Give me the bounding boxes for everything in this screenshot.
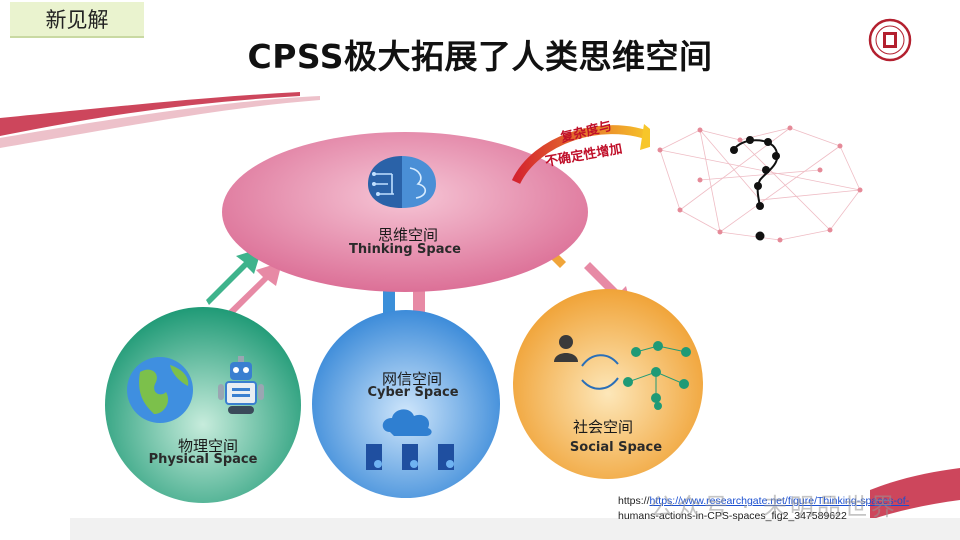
robot-icon (218, 356, 264, 414)
complexity-arc-arrow (511, 125, 652, 185)
decor-band-left (0, 92, 300, 136)
thinking-space-label-cn: 思维空间 (378, 226, 438, 244)
network-icon (623, 341, 691, 410)
decor-band-right (870, 468, 960, 520)
cyber-space-label-cn: 网信空间 (382, 370, 442, 388)
physical-space-node (105, 307, 301, 503)
decor-band-left-light (0, 96, 320, 148)
server-icon (366, 444, 454, 470)
watermark: 公众号 · 未明品世界 (650, 493, 898, 521)
thinking-space-node (222, 132, 588, 292)
page-title: CPSS极大拓展了人类思维空间 (247, 37, 713, 76)
cyber-space-label-en: Cyber Space (367, 385, 458, 400)
physical-space-label-cn: 物理空间 (178, 437, 238, 455)
social-space-node (513, 289, 703, 479)
arrow-pair-physical (206, 248, 282, 318)
social-space-label-cn: 社会空间 (573, 418, 633, 436)
source-link[interactable]: https://www.researchgate.net/figure/Thin… (649, 495, 910, 507)
exchange-arrows-icon (581, 354, 619, 390)
cloud-icon (382, 409, 432, 436)
section-tag: 新见解 (10, 2, 144, 38)
social-space-label-en: Social Space (570, 440, 662, 455)
physical-space-label-en: Physical Space (149, 452, 258, 467)
thinking-space-label-en: Thinking Space (349, 242, 461, 257)
arc-label-line1: 复杂度与 (558, 118, 613, 146)
seal-icon (868, 18, 912, 62)
source-citation: https://https://www.researchgate.net/fig… (618, 494, 918, 524)
complex-network-image (650, 118, 870, 246)
source-line2: humans-actions-in-CPS-spaces_fig2_347589… (618, 510, 847, 522)
brain-icon (368, 156, 436, 208)
person-icon (554, 335, 578, 362)
question-mark-path (733, 139, 779, 207)
globe-icon (127, 357, 193, 423)
